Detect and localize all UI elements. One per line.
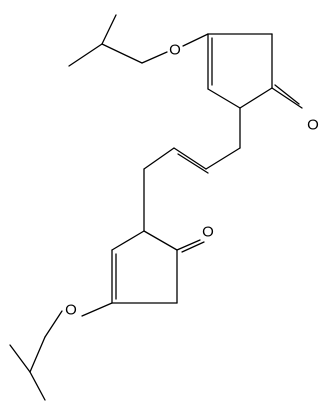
bond-line (207, 88, 241, 109)
bond-line (29, 336, 46, 373)
double-bond-line (181, 241, 205, 253)
atom-o-ketone-bottom: O (202, 224, 214, 241)
bond-line (173, 147, 207, 170)
double-bond-line (274, 84, 300, 105)
bond-line (143, 230, 178, 251)
bond-line (271, 87, 303, 109)
bond-line (141, 51, 168, 64)
bond-line (68, 43, 103, 67)
bond-line (44, 310, 63, 338)
bond-lines (9, 14, 303, 401)
bond-line (182, 33, 209, 47)
bond-line (101, 14, 117, 45)
bond-line (29, 371, 46, 401)
bond-line (81, 302, 113, 317)
bond-line (101, 43, 143, 64)
bond-line (111, 230, 145, 251)
bond-line (239, 87, 273, 109)
bond-line (176, 239, 201, 251)
bond-line (143, 147, 175, 170)
bond-line (205, 147, 241, 170)
bond-line (9, 344, 31, 373)
atom-o-ketone-top: O (307, 117, 319, 134)
atom-o-ether-bottom: O (65, 302, 77, 319)
atom-o-ether-top: O (169, 42, 181, 59)
double-bond-line (177, 153, 209, 174)
